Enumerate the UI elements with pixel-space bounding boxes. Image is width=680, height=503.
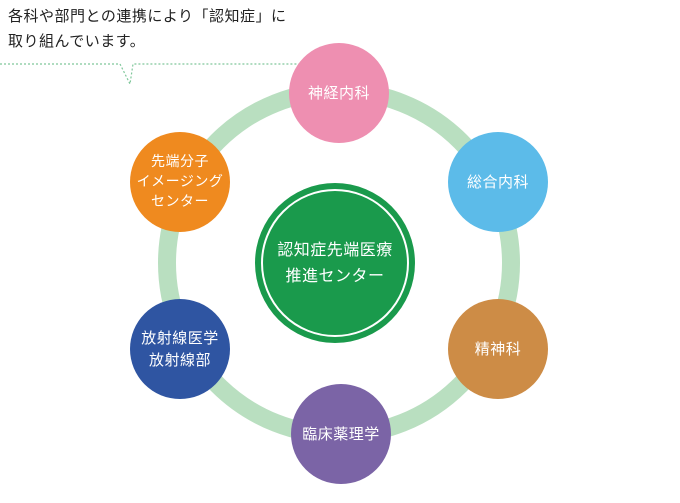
node-radiology-label-2: 放射線部 <box>148 351 211 369</box>
node-radiology: 放射線医学 放射線部 <box>130 299 230 399</box>
center-hub: 認知症先端医療 推進センター <box>255 183 415 343</box>
node-imaging-center: 先端分子 イメージング センター <box>130 132 230 232</box>
node-imaging-center-label-1: 先端分子 <box>151 154 209 170</box>
callout-pointer <box>0 63 300 86</box>
intro-caption: 各科や部門との連携により「認知症」に 取り組んでいます。 <box>8 4 308 54</box>
node-general-internal: 総合内科 <box>448 132 548 232</box>
node-radiology-label-1: 放射線医学 <box>141 329 219 347</box>
node-imaging-center-label-3: センター <box>151 194 209 210</box>
node-clinical-pharmacology-label: 臨床薬理学 <box>302 425 380 443</box>
node-psychiatry: 精神科 <box>448 299 548 399</box>
node-neurology: 神経内科 <box>289 43 389 143</box>
caption-line-2: 取り組んでいます。 <box>8 32 146 50</box>
node-imaging-center-label-2: イメージング <box>136 174 224 190</box>
center-hub-inner: 認知症先端医療 推進センター <box>261 189 409 337</box>
center-hub-label-2: 推進センター <box>285 266 385 285</box>
node-general-internal-label: 総合内科 <box>466 173 529 191</box>
node-psychiatry-label: 精神科 <box>474 340 522 358</box>
center-hub-label-1: 認知症先端医療 <box>277 240 393 259</box>
node-neurology-label: 神経内科 <box>307 84 370 102</box>
node-clinical-pharmacology: 臨床薬理学 <box>291 384 391 484</box>
caption-line-1: 各科や部門との連携により「認知症」に <box>8 7 287 25</box>
